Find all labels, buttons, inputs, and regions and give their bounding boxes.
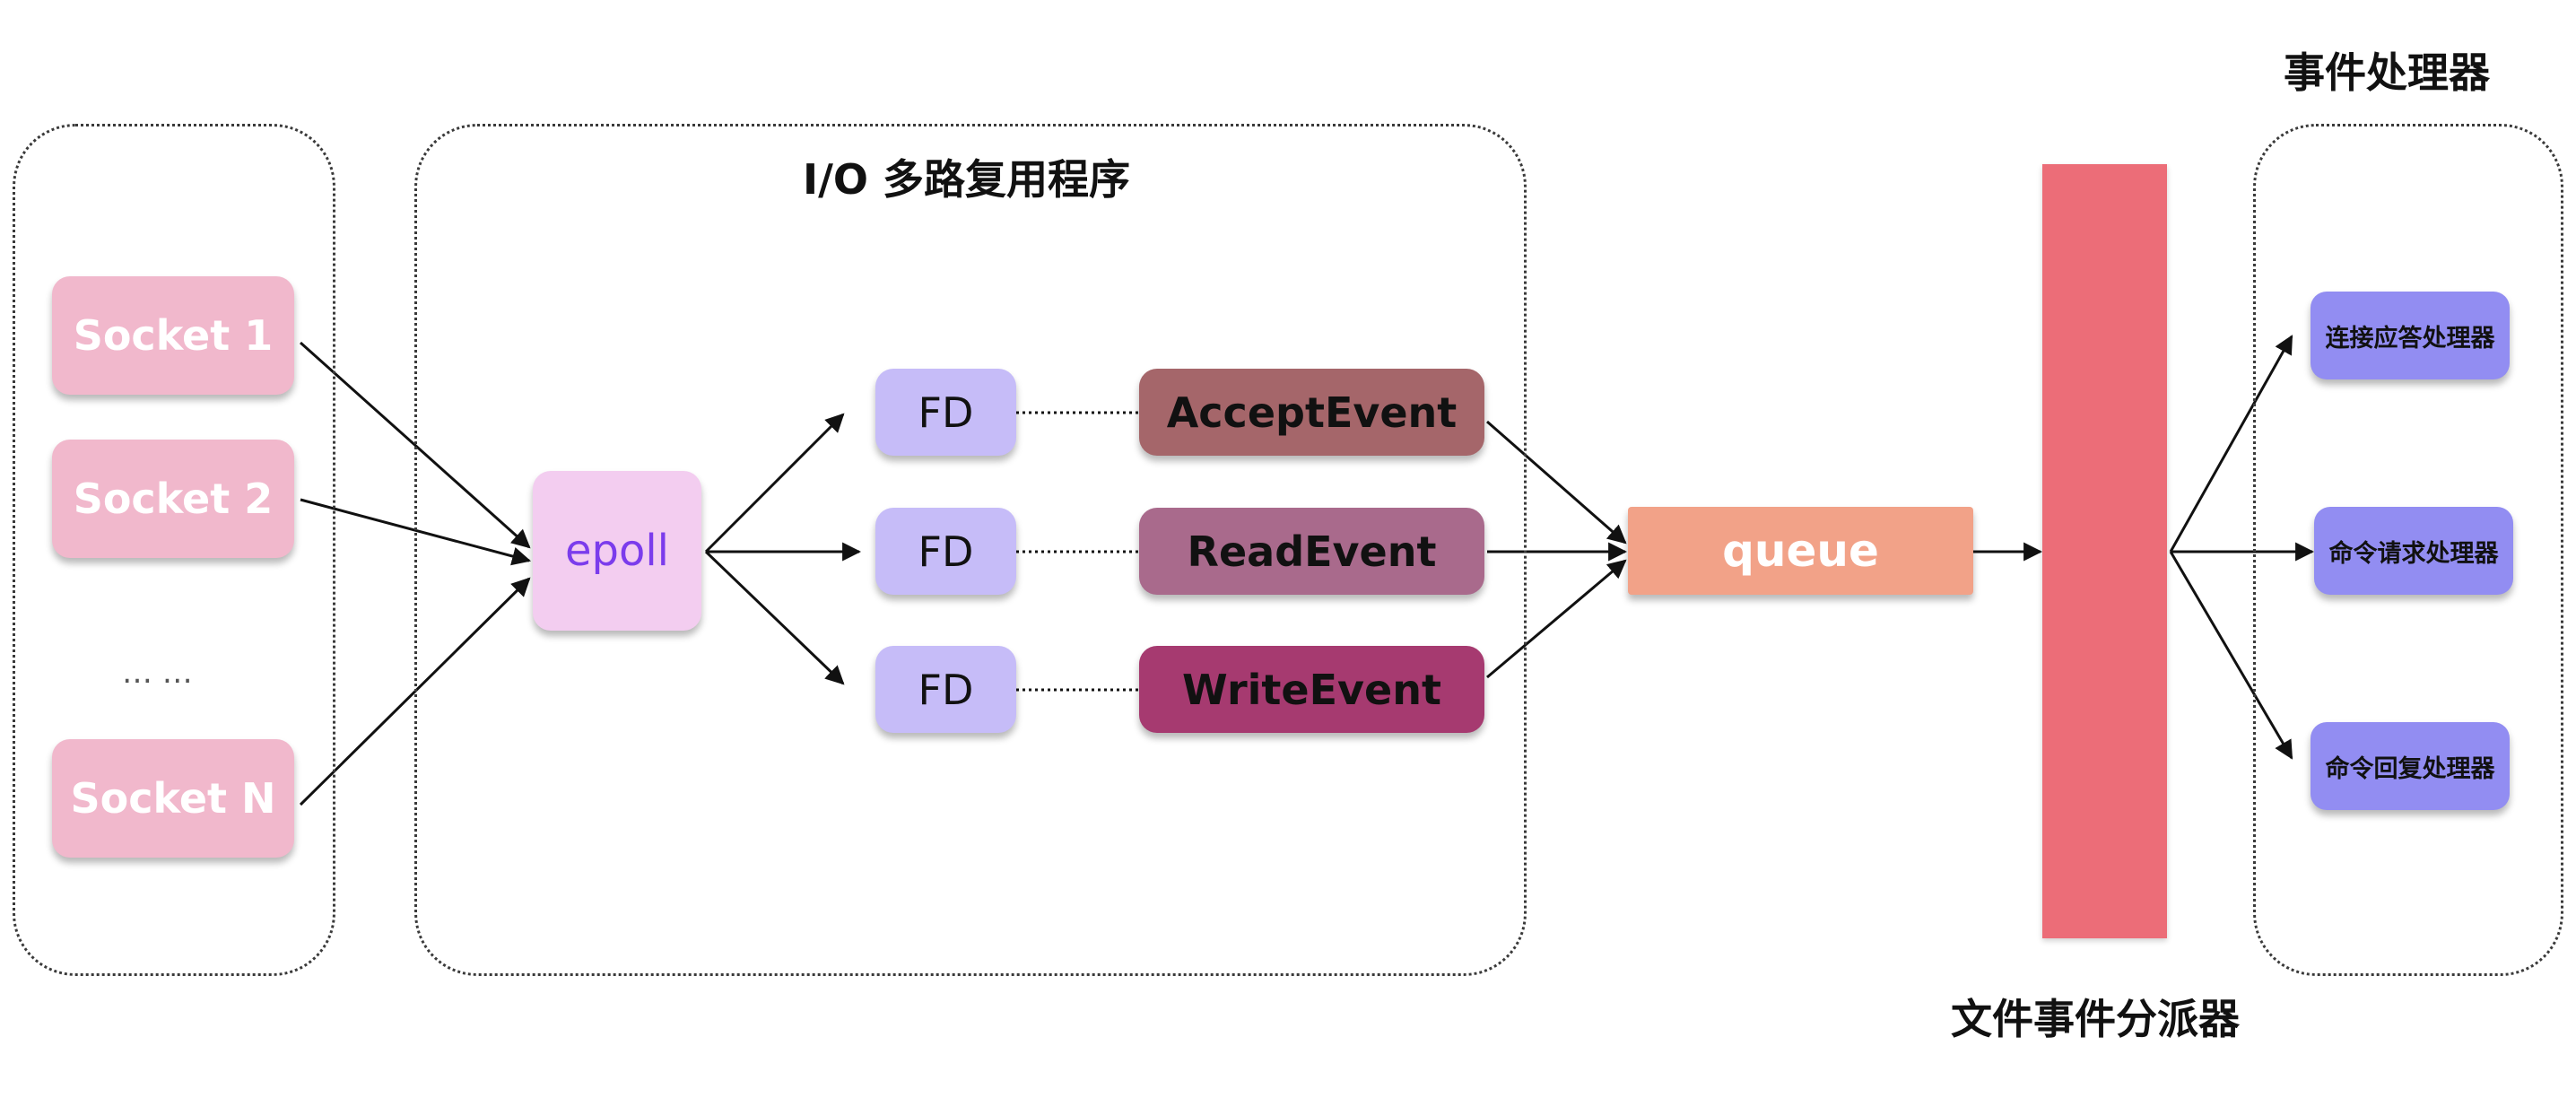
io-multiplexer-title: I/O 多路复用程序 — [803, 155, 1131, 204]
queue-node: queue — [1628, 507, 1973, 595]
file-event-dispatcher-bar — [2042, 164, 2167, 938]
epoll-node: epoll — [533, 471, 701, 631]
read-event-node: ReadEvent — [1139, 508, 1484, 595]
fd-node-3: FD — [875, 646, 1016, 733]
socket-2-node: Socket 2 — [52, 440, 294, 558]
dispatcher-label: 文件事件分派器 — [1951, 995, 2240, 1043]
socket-ellipsis: … … — [122, 655, 193, 691]
socket-group — [13, 124, 335, 976]
arrow-epoll-fd3 — [704, 550, 845, 685]
handlers-title: 事件处理器 — [2284, 48, 2490, 97]
arrow-dispatcher-handler1 — [2169, 335, 2293, 553]
handler-request-node: 命令请求处理器 — [2314, 507, 2513, 595]
fd-node-2: FD — [875, 508, 1016, 595]
arrow-accept-queue — [1486, 420, 1627, 545]
arrow-write-queue — [1486, 559, 1627, 679]
fd-node-1: FD — [875, 369, 1016, 456]
handlers-group — [2253, 124, 2563, 976]
arrow-dispatcher-handler3 — [2169, 551, 2293, 760]
handler-reply-node: 命令回复处理器 — [2311, 722, 2510, 810]
arrow-epoll-fd1 — [704, 413, 845, 553]
io-multiplexer-group — [414, 124, 1527, 976]
socket-n-node: Socket N — [52, 739, 294, 858]
handler-connect-node: 连接应答处理器 — [2311, 292, 2510, 379]
accept-event-node: AcceptEvent — [1139, 369, 1484, 456]
socket-1-node: Socket 1 — [52, 276, 294, 395]
write-event-node: WriteEvent — [1139, 646, 1484, 733]
